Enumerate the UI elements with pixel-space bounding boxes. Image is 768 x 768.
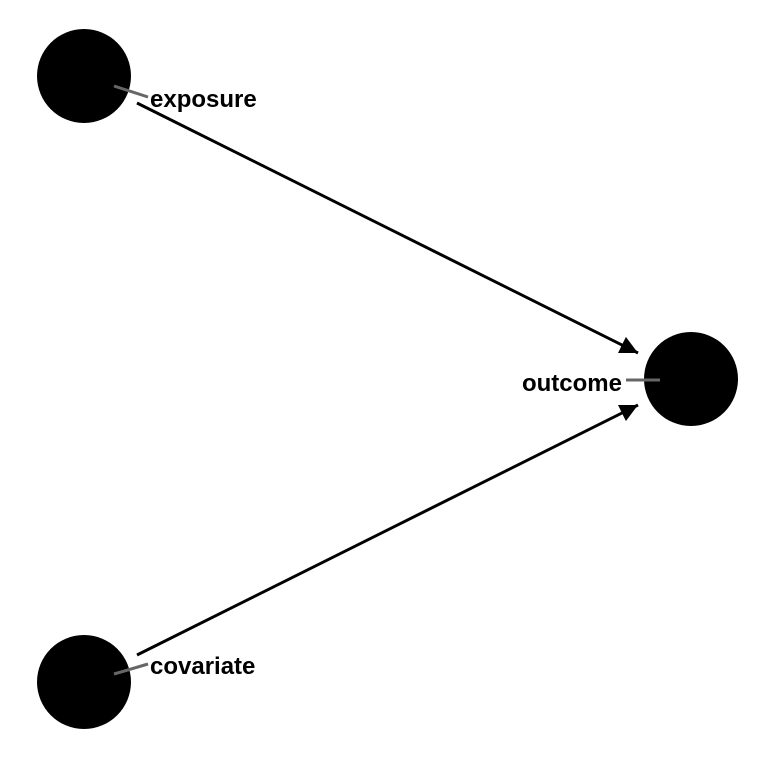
label-outcome: outcome bbox=[522, 370, 622, 397]
label-leader-exposure bbox=[113, 84, 149, 99]
node-exposure[interactable] bbox=[37, 29, 131, 123]
node-covariate[interactable] bbox=[37, 635, 131, 729]
label-leader-covariate bbox=[113, 662, 149, 676]
edge-exposure-outcome bbox=[136, 101, 639, 355]
edge-covariate-outcome bbox=[136, 403, 639, 657]
label-covariate: covariate bbox=[150, 653, 255, 680]
label-exposure: exposure bbox=[150, 86, 257, 113]
node-outcome[interactable] bbox=[644, 332, 738, 426]
